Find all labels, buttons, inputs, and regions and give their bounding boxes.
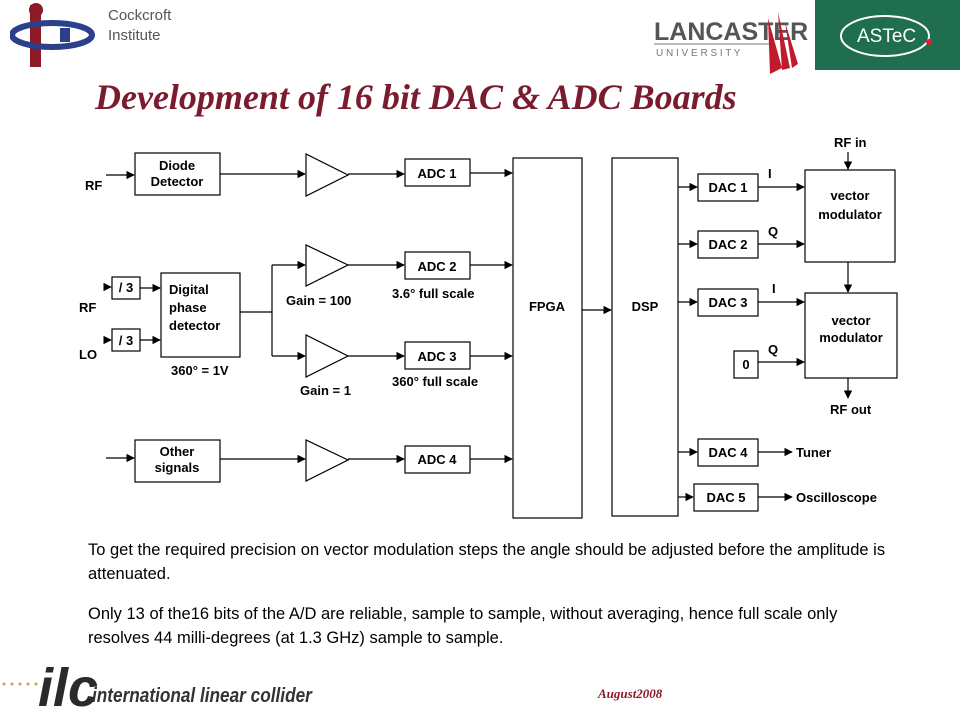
oscilloscope-label: Oscilloscope bbox=[796, 490, 877, 505]
paragraph-2: Only 13 of the16 bits of the A/D are rel… bbox=[88, 605, 838, 647]
amplifier-1 bbox=[305, 153, 350, 197]
dsp-label: DSP bbox=[632, 299, 659, 314]
divider-2-label: / 3 bbox=[119, 333, 133, 348]
lo-label: LO bbox=[79, 347, 97, 362]
gain1-label: Gain = 1 bbox=[300, 383, 351, 398]
adc1-label: ADC 1 bbox=[417, 166, 456, 181]
tuner-label: Tuner bbox=[796, 445, 831, 460]
dac5-label: DAC 5 bbox=[706, 490, 745, 505]
zero-box bbox=[733, 350, 759, 379]
diode-label-2: Detector bbox=[151, 174, 204, 189]
adc2-caption: 3.6° full scale bbox=[392, 286, 475, 301]
amplifier-gain1 bbox=[305, 334, 350, 378]
vector-modulator-1 bbox=[804, 169, 896, 263]
i-label-1: I bbox=[768, 166, 772, 181]
q-label-1: Q bbox=[768, 224, 778, 239]
q-label-2: Q bbox=[768, 342, 778, 357]
dac3-label: DAC 3 bbox=[708, 295, 747, 310]
institute-line1: Cockcroft bbox=[108, 7, 172, 24]
adc3-label: ADC 3 bbox=[417, 349, 456, 364]
other-label-2: signals bbox=[155, 460, 200, 475]
rf-in-label: RF in bbox=[834, 135, 867, 150]
vm2-label-1: vector bbox=[831, 313, 870, 328]
cockcroft-institute-name: Cockcroft Institute bbox=[108, 6, 171, 46]
ilc-wordmark: ilc bbox=[38, 658, 98, 718]
digital-phase-detector-box bbox=[160, 272, 241, 358]
dac1-label: DAC 1 bbox=[708, 180, 747, 195]
lancaster-chevron-icon bbox=[768, 12, 798, 74]
vm1-label-2: modulator bbox=[818, 207, 882, 222]
cockcroft-logo bbox=[10, 3, 95, 67]
astec-logo: ASTeC bbox=[815, 0, 960, 70]
footer-date: August2008 bbox=[598, 686, 663, 701]
ilc-logo: ilc bbox=[2, 658, 98, 718]
adc3-caption: 360° full scale bbox=[392, 374, 478, 389]
ilc-name: international linear collider bbox=[92, 685, 312, 707]
adc2-label: ADC 2 bbox=[417, 259, 456, 274]
other-signals-box bbox=[134, 439, 221, 483]
slide-title: Development of 16 bit DAC & ADC Boards bbox=[95, 77, 737, 117]
dpd-label-3: detector bbox=[169, 318, 220, 333]
rf2-label: RF bbox=[79, 300, 96, 315]
zero-label: 0 bbox=[742, 357, 749, 372]
dac2-label: DAC 2 bbox=[708, 237, 747, 252]
amplifier-gain100 bbox=[305, 244, 350, 287]
vm1-label-1: vector bbox=[830, 188, 869, 203]
gain100-label: Gain = 100 bbox=[286, 293, 351, 308]
other-label-1: Other bbox=[160, 444, 195, 459]
i-label-2: I bbox=[772, 281, 776, 296]
dpd-label-1: Digital bbox=[169, 282, 209, 297]
vector-modulator-2 bbox=[804, 292, 898, 379]
lancaster-subline: U N I V E R S I T Y bbox=[656, 48, 741, 59]
vm2-label-2: modulator bbox=[819, 330, 883, 345]
lancaster-logo: LANCASTER U N I V E R S I T Y bbox=[654, 12, 808, 74]
dpd-caption: 360° = 1V bbox=[171, 363, 229, 378]
astec-wordmark: ASTeC bbox=[857, 26, 916, 47]
diode-label-1: Diode bbox=[159, 158, 195, 173]
amplifier-4 bbox=[305, 439, 350, 482]
divider-1-label: / 3 bbox=[119, 280, 133, 295]
institute-line2: Institute bbox=[108, 27, 161, 44]
rf-label: RF bbox=[85, 178, 102, 193]
fpga-box bbox=[512, 157, 583, 519]
rf-out-label: RF out bbox=[830, 402, 872, 417]
dac4-label: DAC 4 bbox=[708, 445, 748, 460]
dpd-label-2: phase bbox=[169, 300, 207, 315]
fpga-label: FPGA bbox=[529, 299, 566, 314]
paragraph-1: To get the required precision on vector … bbox=[88, 541, 886, 583]
dsp-box bbox=[611, 157, 679, 517]
adc4-label: ADC 4 bbox=[417, 452, 457, 467]
